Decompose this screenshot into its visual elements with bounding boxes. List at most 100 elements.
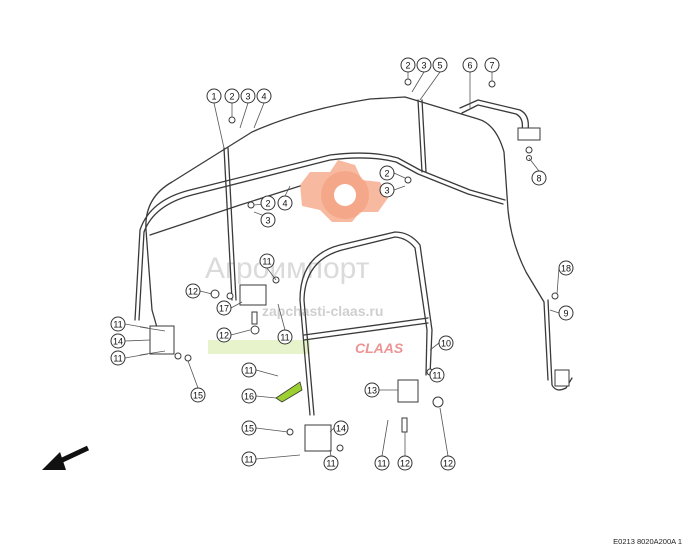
callout-circle <box>397 455 413 471</box>
watermark: Агроимпорт zapchasti-claas.ru CLAAS <box>205 160 404 356</box>
callout-label: 11 <box>113 354 122 364</box>
callout-circle <box>440 455 456 471</box>
callout-circle <box>224 88 240 104</box>
callout-label: 11 <box>262 257 271 267</box>
callout-label: 3 <box>265 216 270 226</box>
callout-11: 11 <box>110 316 126 332</box>
callout-label: 11 <box>326 459 335 469</box>
callout-7: 7 <box>484 57 500 73</box>
callout-circle <box>416 57 432 73</box>
callout-label: 3 <box>245 92 250 102</box>
callout-circle <box>531 170 547 186</box>
callout-2: 2 <box>224 88 240 104</box>
callout-10: 10 <box>438 335 454 351</box>
callout-15: 15 <box>241 420 257 436</box>
callout-circle <box>374 455 390 471</box>
callout-circle <box>462 57 478 73</box>
watermark-company: Агроимпорт <box>205 252 370 285</box>
callout-18: 18 <box>558 260 574 276</box>
callout-16: 16 <box>241 388 257 404</box>
callout-label: 14 <box>336 424 346 434</box>
callout-4: 4 <box>277 195 293 211</box>
callout-label: 15 <box>193 391 203 401</box>
callout-label: 15 <box>244 424 254 434</box>
callout-11: 11 <box>323 455 339 471</box>
callout-label: 2 <box>229 92 234 102</box>
watermark-brand: CLAAS <box>355 340 404 356</box>
callout-circle <box>260 195 276 211</box>
callout-circle <box>216 327 232 343</box>
callout-3: 3 <box>379 182 395 198</box>
callout-circle <box>323 455 339 471</box>
callout-label: 12 <box>188 287 198 297</box>
callout-circle <box>240 88 256 104</box>
callout-3: 3 <box>260 212 276 228</box>
callout-label: 3 <box>384 186 389 196</box>
callout-circle <box>333 420 349 436</box>
callout-circle <box>256 88 272 104</box>
callout-11: 11 <box>429 367 445 383</box>
callout-label: 2 <box>265 199 270 209</box>
callout-label: 16 <box>244 392 254 402</box>
callout-11: 11 <box>374 455 390 471</box>
callout-circle <box>241 420 257 436</box>
callout-2: 2 <box>400 57 416 73</box>
callout-label: 11 <box>113 320 122 330</box>
callout-12: 12 <box>397 455 413 471</box>
callout-circle <box>484 57 500 73</box>
callout-label: 2 <box>384 169 389 179</box>
watermark-url: zapchasti-claas.ru <box>262 303 383 319</box>
callout-circle <box>216 300 232 316</box>
callout-label: 5 <box>437 61 442 71</box>
callout-circle <box>429 367 445 383</box>
callout-label: 18 <box>561 264 571 274</box>
callout-circle <box>241 362 257 378</box>
callout-13: 13 <box>364 382 380 398</box>
callout-circle <box>206 88 222 104</box>
callout-circle <box>277 195 293 211</box>
callout-label: 11 <box>377 459 386 469</box>
callout-11: 11 <box>241 451 257 467</box>
callout-circle <box>260 212 276 228</box>
callout-circle <box>432 57 448 73</box>
callout-2: 2 <box>379 165 395 181</box>
callout-12: 12 <box>440 455 456 471</box>
callout-17: 17 <box>216 300 232 316</box>
callout-11: 11 <box>241 362 257 378</box>
callout-circle <box>190 387 206 403</box>
callout-12: 12 <box>216 327 232 343</box>
callout-label: 12 <box>400 459 410 469</box>
callout-circle <box>379 165 395 181</box>
callout-label: 11 <box>244 455 253 465</box>
callout-label: 6 <box>467 61 472 71</box>
callout-label: 13 <box>367 386 377 396</box>
callout-label: 8 <box>536 174 541 184</box>
callout-14: 14 <box>333 420 349 436</box>
callout-label: 11 <box>432 371 441 381</box>
callout-3: 3 <box>240 88 256 104</box>
callout-label: 1 <box>211 92 216 102</box>
callout-5: 5 <box>432 57 448 73</box>
callout-label: 11 <box>244 366 253 376</box>
callout-circle <box>277 329 293 345</box>
callout-circle <box>259 253 275 269</box>
callout-circle <box>438 335 454 351</box>
callout-11: 11 <box>277 329 293 345</box>
callout-8: 8 <box>531 170 547 186</box>
callout-12: 12 <box>185 283 201 299</box>
callout-label: 11 <box>280 333 289 343</box>
callout-label: 14 <box>113 337 123 347</box>
callout-circle <box>241 388 257 404</box>
callout-label: 10 <box>441 339 451 349</box>
callout-9: 9 <box>558 305 574 321</box>
callout-2: 2 <box>260 195 276 211</box>
document-code: E0213 8020A200A 1 <box>613 537 682 546</box>
callout-label: 2 <box>405 61 410 71</box>
callout-3: 3 <box>416 57 432 73</box>
callout-label: 4 <box>282 199 287 209</box>
callout-label: 3 <box>421 61 426 71</box>
arrow-down-left-icon <box>42 445 90 470</box>
callout-label: 4 <box>261 92 266 102</box>
callout-4: 4 <box>256 88 272 104</box>
callout-circle <box>400 57 416 73</box>
